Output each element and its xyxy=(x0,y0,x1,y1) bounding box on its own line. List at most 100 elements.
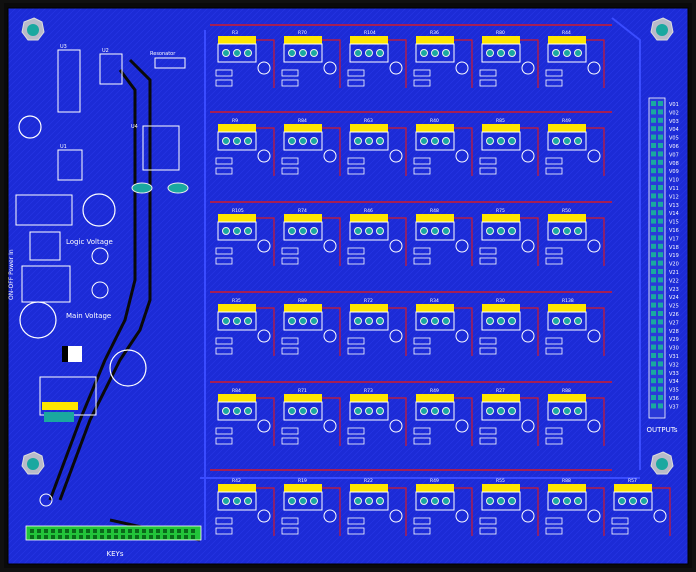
transistor xyxy=(389,239,403,253)
output-pin: V17 xyxy=(651,235,679,242)
output-pin: V10 xyxy=(651,176,679,184)
pin-label: V11 xyxy=(669,186,679,192)
mosfet-pad xyxy=(233,137,241,145)
gate-trace xyxy=(454,397,473,446)
mosfet-pad xyxy=(299,49,307,57)
keys-header: KEYs xyxy=(25,525,202,558)
pin-pad xyxy=(658,176,663,182)
mosfet-pad xyxy=(222,317,230,325)
output-pin: V11 xyxy=(651,185,679,192)
key-pin xyxy=(107,535,111,539)
mosfet-tab xyxy=(416,484,454,492)
mosfet-pad xyxy=(310,137,318,145)
channel-label: R75 xyxy=(496,208,505,214)
resistor xyxy=(281,79,299,87)
resistor xyxy=(479,257,497,265)
mosfet-pad xyxy=(288,317,296,325)
channel-label: R9 xyxy=(232,118,238,124)
svg-text:U2: U2 xyxy=(102,48,109,54)
mosfet-tab xyxy=(218,304,256,312)
output-pin: V02 xyxy=(651,109,679,116)
channel-label: R84 xyxy=(298,118,307,124)
pin-pad xyxy=(658,159,663,165)
gate-trace xyxy=(520,217,539,266)
pin-label: V20 xyxy=(669,262,679,268)
mosfet-pad xyxy=(574,49,582,57)
svg-text:U3: U3 xyxy=(60,44,67,50)
mosfet-outline xyxy=(283,131,323,151)
driver-channel: R84 xyxy=(215,388,275,446)
pin-pad xyxy=(651,235,656,241)
mosfet-pad xyxy=(640,497,648,505)
led xyxy=(39,493,53,507)
key-pin xyxy=(191,529,195,533)
resistor xyxy=(347,247,365,255)
mosfet-pad xyxy=(354,317,362,325)
mosfet-tab xyxy=(218,484,256,492)
pin-pad xyxy=(658,344,663,350)
channel-label: R73 xyxy=(364,388,373,394)
channel-label: R138 xyxy=(562,298,574,304)
resistor xyxy=(215,517,233,525)
mosfet-pad xyxy=(354,407,362,415)
gate-trace xyxy=(322,39,341,88)
resistor xyxy=(545,247,563,255)
mosfet-tab xyxy=(482,304,520,312)
mosfet-pad xyxy=(288,137,296,145)
key-pin xyxy=(121,535,125,539)
mosfet-tab xyxy=(416,36,454,44)
pin-pad xyxy=(651,302,656,308)
pin-pad xyxy=(658,193,663,199)
mosfet-pad xyxy=(244,137,252,145)
mosfet-pad xyxy=(376,137,384,145)
transistor xyxy=(323,61,337,75)
mosfet-pad xyxy=(574,227,582,235)
resistor xyxy=(545,157,563,165)
channel-label: R27 xyxy=(496,388,505,394)
pin-pad xyxy=(658,227,663,232)
gate-trace xyxy=(256,487,275,536)
output-pin: V18 xyxy=(651,243,679,251)
pin-label: V26 xyxy=(669,312,679,318)
pin-pad xyxy=(658,327,663,333)
resistor xyxy=(347,69,365,77)
output-pin: V35 xyxy=(651,386,679,394)
pin-pad xyxy=(658,117,663,123)
pin-pad xyxy=(651,134,656,140)
resistor xyxy=(281,247,299,255)
mosfet-pad xyxy=(508,407,516,415)
ic-u3 xyxy=(57,49,81,113)
pin-pad xyxy=(651,403,656,409)
mosfet-pad xyxy=(365,497,373,505)
gate-trace xyxy=(388,39,407,88)
key-pin xyxy=(107,529,111,533)
key-pin xyxy=(170,529,174,533)
resistor xyxy=(413,247,431,255)
output-pin: V05 xyxy=(651,134,679,142)
resistor xyxy=(611,527,629,535)
mounting-holes xyxy=(21,17,674,475)
resistor xyxy=(479,157,497,165)
key-pin xyxy=(142,529,146,533)
channel-label: R22 xyxy=(364,478,373,484)
transistor xyxy=(257,419,271,433)
channel-label: R89 xyxy=(298,298,307,304)
driver-channel: R50 xyxy=(545,208,605,266)
channel-label: R84 xyxy=(232,388,241,394)
driver-channel: R44 xyxy=(545,30,605,88)
pin-label: V35 xyxy=(669,388,679,394)
pin-label: V32 xyxy=(669,362,679,368)
mosfet-outline xyxy=(547,221,587,241)
output-pin: V14 xyxy=(651,210,679,217)
mosfet-pad xyxy=(508,317,516,325)
key-pin xyxy=(51,529,55,533)
transistor xyxy=(587,419,601,433)
mosfet-pad xyxy=(288,407,296,415)
pin-pad xyxy=(651,143,656,148)
mosfet-pad xyxy=(629,497,637,505)
channel-label: R30 xyxy=(496,298,505,304)
key-pin xyxy=(135,529,139,533)
output-pin: V08 xyxy=(651,159,679,167)
driver-channel: R80 xyxy=(479,30,539,88)
